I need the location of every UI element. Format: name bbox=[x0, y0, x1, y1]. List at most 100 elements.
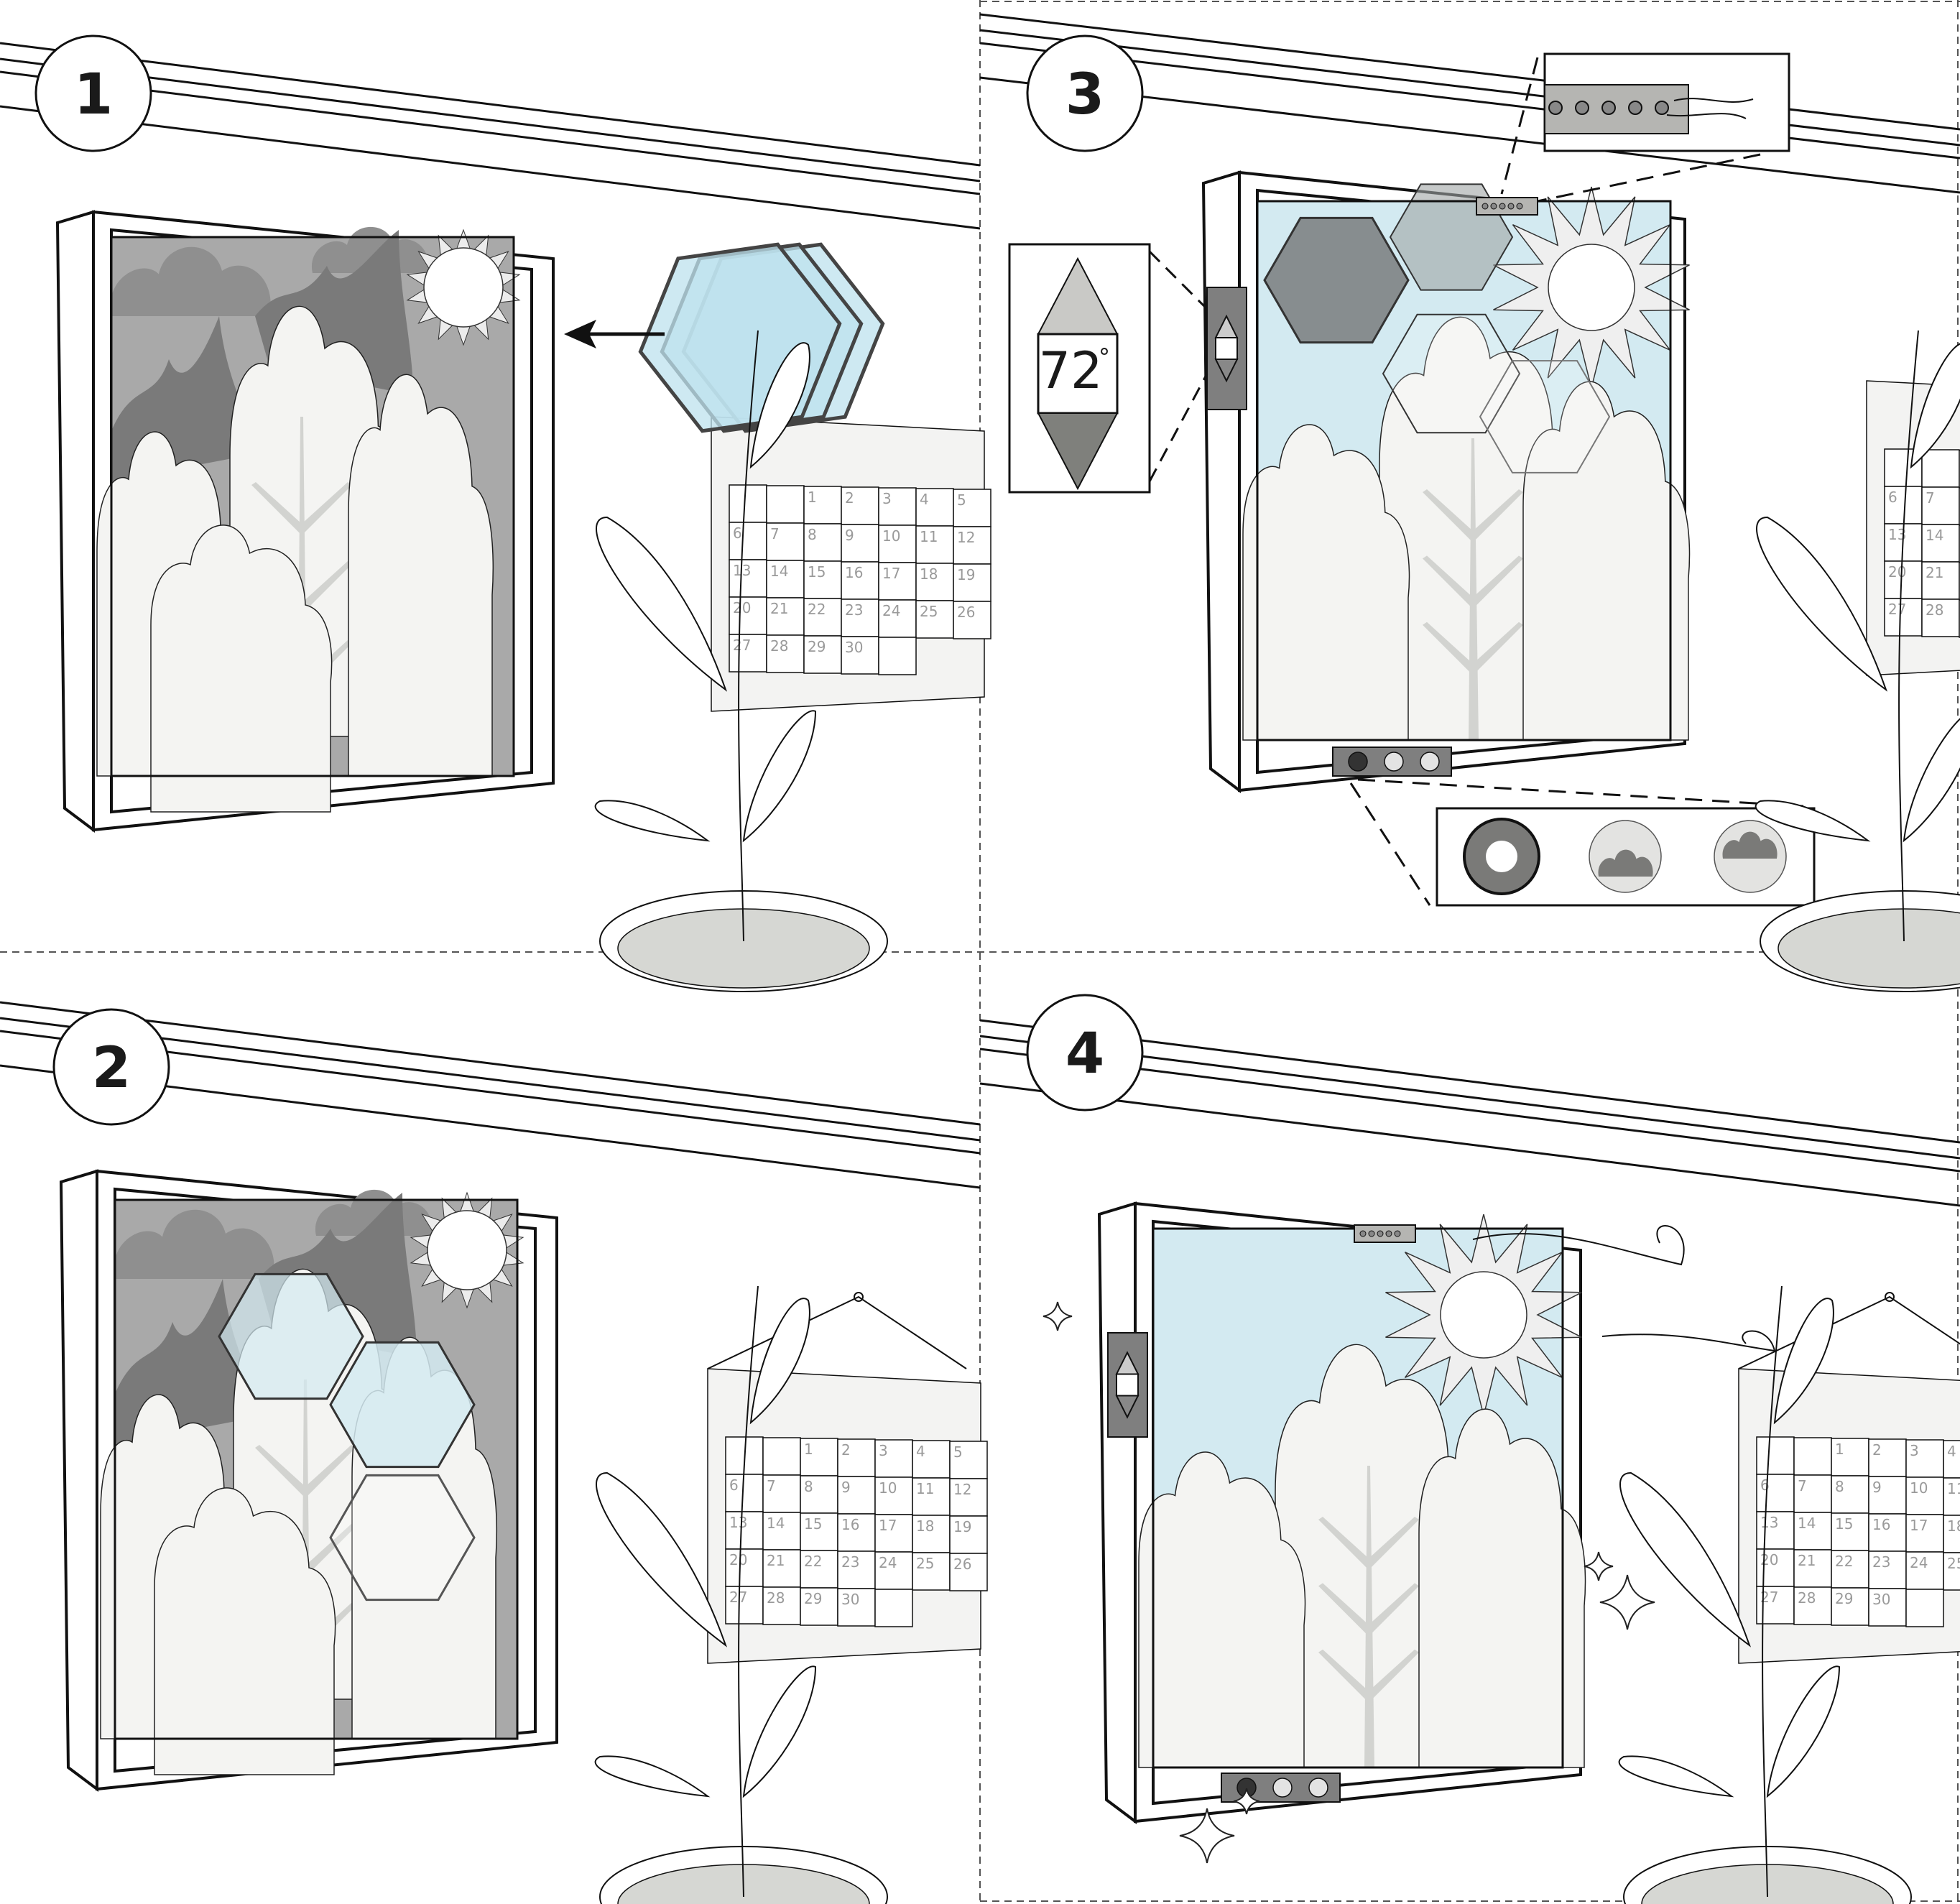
calendar-cell bbox=[1921, 486, 1960, 525]
tree-canopy bbox=[150, 524, 333, 813]
calendar-cell bbox=[803, 635, 842, 674]
calendar-day: 10 bbox=[1910, 1479, 1928, 1497]
calendar-cell bbox=[874, 1589, 913, 1627]
temp-down-arrow-icon[interactable] bbox=[1115, 1395, 1140, 1419]
calendar-day: 3 bbox=[1910, 1442, 1919, 1459]
window-frame-side bbox=[55, 210, 95, 833]
temp-display bbox=[1116, 1373, 1139, 1397]
calendar-cell bbox=[915, 563, 954, 601]
temp-down-arrow-icon[interactable] bbox=[1214, 359, 1239, 383]
vent-hole bbox=[1499, 203, 1506, 210]
calendar-cell bbox=[1868, 1513, 1907, 1552]
window-pane bbox=[114, 1198, 519, 1740]
calendar-day: 4 bbox=[916, 1443, 925, 1460]
plant-leaf bbox=[1618, 1755, 1734, 1798]
vent-hole bbox=[1655, 101, 1669, 115]
calendar-cell bbox=[1868, 1476, 1907, 1515]
calendar-cell bbox=[841, 561, 879, 600]
vent-hole bbox=[1548, 101, 1563, 115]
calendar-day: 3 bbox=[879, 1442, 888, 1459]
calendar-cell bbox=[878, 487, 917, 526]
tree-canopy bbox=[154, 1487, 336, 1775]
calendar-day: 22 bbox=[804, 1553, 822, 1570]
temp-display bbox=[1215, 337, 1238, 360]
weather-mode-button[interactable] bbox=[1420, 752, 1440, 772]
calendar-cell bbox=[762, 1549, 801, 1588]
weather-mode-button[interactable] bbox=[1308, 1778, 1328, 1798]
sparkle-icon bbox=[1043, 1301, 1073, 1331]
vent-hole bbox=[1516, 203, 1523, 210]
calendar-day: 27 bbox=[733, 637, 751, 654]
calendar-day: 22 bbox=[1835, 1553, 1853, 1570]
temperature-display bbox=[1037, 333, 1119, 415]
calendar-day: 25 bbox=[1947, 1555, 1960, 1572]
tree-branch bbox=[305, 1445, 356, 1498]
calendar-day: 11 bbox=[920, 528, 938, 545]
calendar-day: 24 bbox=[1910, 1554, 1928, 1571]
calendar-cell bbox=[800, 1438, 838, 1476]
calendar-day: 18 bbox=[916, 1517, 934, 1535]
plant-leaf bbox=[1903, 718, 1960, 843]
plant-leaf bbox=[749, 342, 810, 469]
ceiling-molding-line bbox=[979, 13, 1960, 131]
calendar-cell bbox=[1943, 1515, 1960, 1553]
calendar-cell bbox=[949, 1478, 988, 1517]
wind-swirl-icon bbox=[1601, 1330, 1776, 1352]
calendar-cell bbox=[949, 1553, 988, 1591]
weather-mode-button[interactable] bbox=[1384, 752, 1404, 772]
calendar-cell bbox=[1905, 1514, 1944, 1553]
tree-branch bbox=[1423, 555, 1473, 609]
calendar-cell bbox=[953, 563, 991, 602]
calendar-cell bbox=[1756, 1436, 1795, 1475]
calendar-day: 2 bbox=[1872, 1441, 1882, 1459]
calendar-day: 11 bbox=[1947, 1480, 1960, 1497]
calendar-cell bbox=[1884, 560, 1923, 599]
calendar-day: 14 bbox=[1926, 527, 1943, 544]
calendar-cell bbox=[953, 489, 991, 527]
window-pane bbox=[110, 236, 515, 777]
sparkle-icon bbox=[1584, 1551, 1614, 1581]
plant-leaf bbox=[1755, 800, 1871, 842]
vent-hole bbox=[1628, 101, 1642, 115]
vent-hole bbox=[1394, 1230, 1401, 1237]
ceiling-molding-line bbox=[0, 1001, 981, 1126]
tree-branch bbox=[302, 561, 352, 614]
calendar-day: 7 bbox=[770, 525, 780, 542]
calendar-day: 16 bbox=[845, 564, 863, 581]
calendar-day: 23 bbox=[841, 1553, 859, 1571]
calendar-day: 17 bbox=[1910, 1517, 1928, 1534]
tree-branch bbox=[1318, 1583, 1369, 1637]
calendar-cell bbox=[1943, 1477, 1960, 1516]
tree-branch bbox=[1473, 555, 1523, 609]
temperature-value: 72 bbox=[1038, 341, 1102, 400]
plant-leaf bbox=[742, 1665, 817, 1798]
calendar-cell bbox=[837, 1438, 876, 1477]
step-number: 3 bbox=[1065, 63, 1104, 127]
ceiling-molding-line bbox=[979, 1019, 1960, 1144]
calendar-cell bbox=[1905, 1551, 1944, 1590]
sun bbox=[1548, 244, 1635, 331]
calendar-day: 4 bbox=[1947, 1443, 1956, 1460]
calendar-cell bbox=[1831, 1438, 1869, 1476]
tree-branch bbox=[1423, 621, 1473, 675]
calendar-day: 2 bbox=[841, 1441, 851, 1459]
vent-hole bbox=[1359, 1230, 1367, 1237]
calendar-day: 28 bbox=[1926, 601, 1943, 619]
vent-hole bbox=[1601, 101, 1616, 115]
calendar-day: 19 bbox=[953, 1518, 971, 1535]
step-number: 4 bbox=[1065, 1022, 1104, 1086]
calendar-day: 14 bbox=[1798, 1515, 1816, 1532]
plant-leaf bbox=[594, 800, 711, 842]
calendar-cell bbox=[1831, 1475, 1869, 1514]
plant-pot-soil bbox=[617, 908, 870, 989]
calendar-day: 5 bbox=[953, 1443, 963, 1461]
calendar-cell bbox=[766, 485, 805, 524]
calendar-cell bbox=[1868, 1438, 1907, 1477]
calendar-cell bbox=[912, 1477, 951, 1516]
calendar-day: 28 bbox=[770, 637, 788, 655]
weather-mode-button[interactable] bbox=[1272, 1778, 1293, 1798]
calendar-cell bbox=[837, 1476, 876, 1515]
weather-mode-button[interactable] bbox=[1348, 752, 1368, 772]
